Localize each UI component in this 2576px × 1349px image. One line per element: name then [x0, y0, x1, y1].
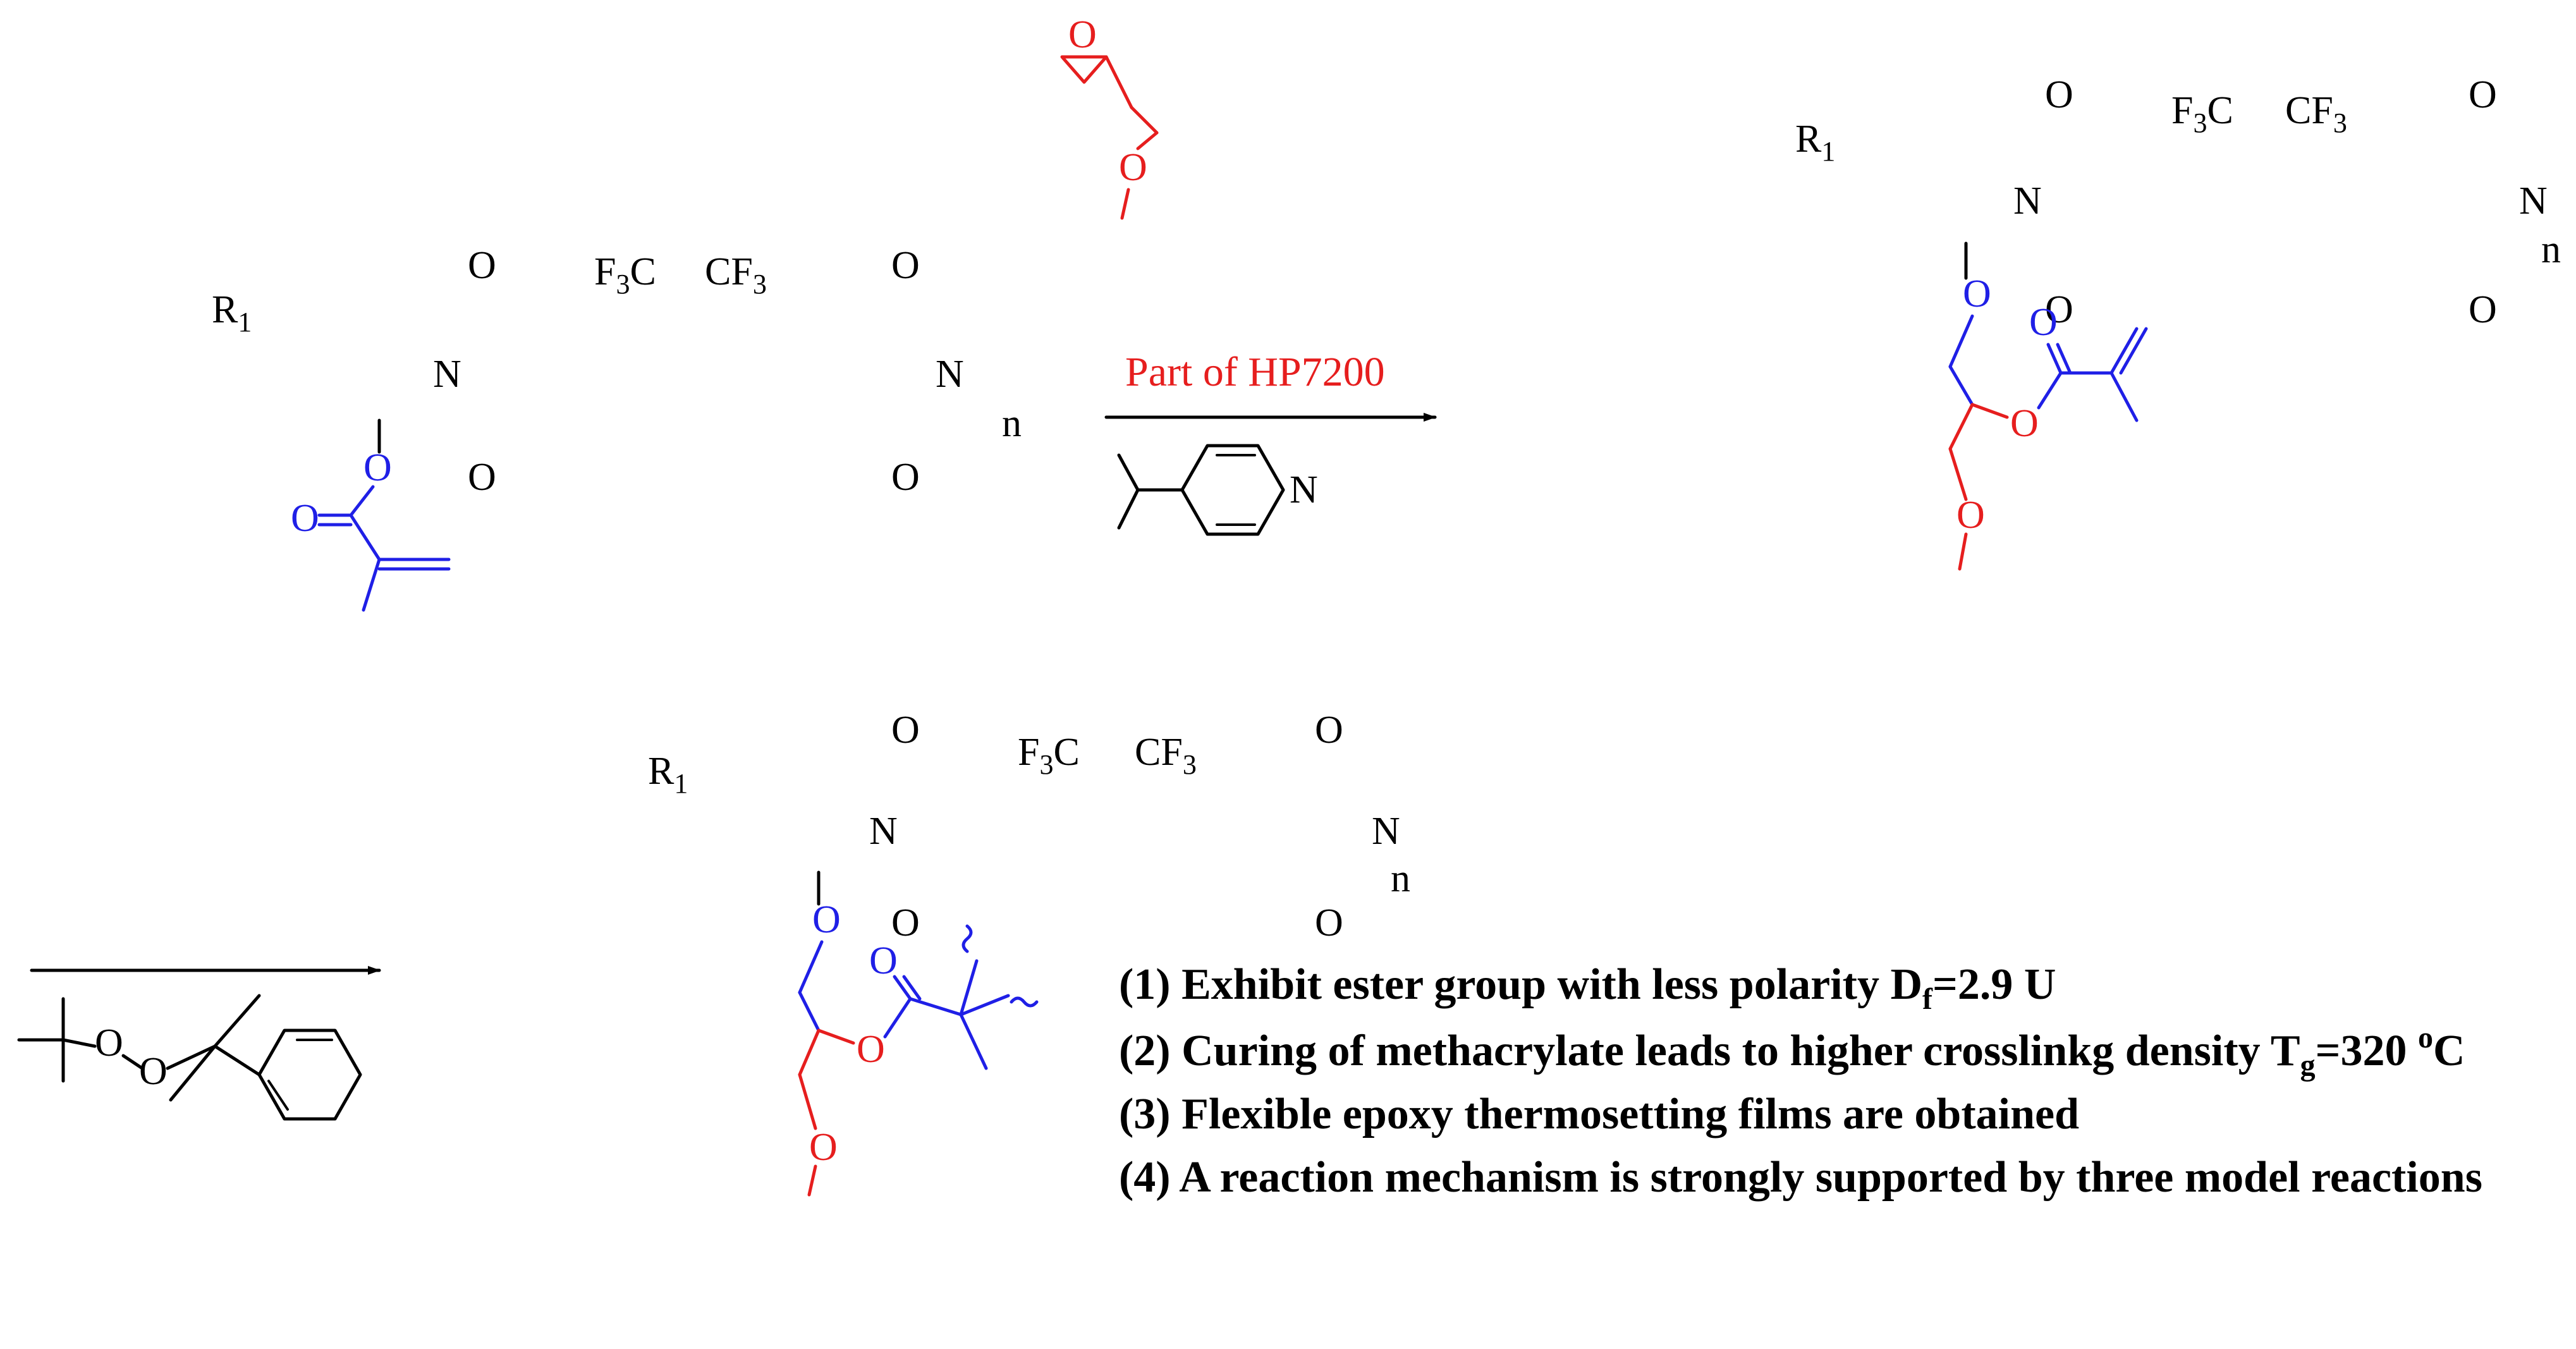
o-atom: O	[2045, 73, 2073, 116]
findings-list: (1) Exhibit ester group with less polari…	[1119, 960, 2482, 1202]
o-atom: O	[891, 456, 920, 499]
hp7200-fragment	[1922, 569, 2247, 667]
hp7200-fragment	[771, 1192, 1097, 1290]
o-atom: O	[1315, 901, 1343, 944]
ether-oxygen: O	[1119, 146, 1147, 189]
r1-label: R1	[1795, 118, 1835, 167]
carbonyl-oxygen: O	[2029, 301, 2058, 344]
methacrylate-ester: O O	[291, 418, 451, 612]
hp7200-fragment	[1084, 215, 1410, 313]
cf3-label: CF3	[1135, 731, 1197, 780]
n-atom-left: N	[869, 810, 898, 853]
ether-oxygen: O	[1963, 272, 1991, 315]
n-atom-right: N	[2519, 180, 2548, 223]
ester-oxygen: O	[857, 1028, 885, 1071]
aryl-ether-oxygen: O	[1956, 494, 1985, 537]
r1-label: R1	[648, 750, 688, 799]
ether-oxygen: O	[812, 898, 841, 941]
repeat-n: n	[1391, 857, 1410, 900]
f3c-label: F3C	[2171, 89, 2233, 138]
o-atom: O	[2469, 73, 2497, 116]
f3c-label: F3C	[1018, 731, 1080, 780]
o-atom: O	[891, 901, 920, 944]
hp7200-label: Part of HP7200	[1125, 349, 1385, 395]
oxirane-reagent: O O	[1060, 13, 1159, 220]
repeat-n: n	[1002, 402, 1022, 445]
starting-polymer	[11, 284, 994, 461]
o-atom: O	[891, 244, 920, 287]
cf3-label: CF3	[2285, 89, 2347, 138]
o-atom: O	[468, 456, 496, 499]
starting-polymer-labels: R1 N N O O O O F3C CF3 n	[212, 244, 1022, 499]
r1-label: R1	[212, 288, 252, 338]
pyridine-n: N	[1290, 468, 1318, 511]
cf3-label: CF3	[705, 250, 767, 300]
intermediate-polymer-labels: R1 N N O O O O F3C CF3 n	[1795, 73, 2561, 331]
f3c-label: F3C	[594, 250, 656, 300]
note-2: (2) Curing of methacrylate leads to high…	[1119, 1021, 2465, 1082]
carbonyl-oxygen: O	[869, 939, 898, 982]
o-atom: O	[2045, 288, 2073, 331]
epoxide-oxygen: O	[1068, 13, 1097, 56]
note-3: (3) Flexible epoxy thermosetting films a…	[1119, 1090, 2079, 1138]
o-atom: O	[2469, 288, 2497, 331]
n-atom-left: N	[2013, 180, 2042, 223]
o-atom: O	[468, 244, 496, 287]
peroxide-oxygen: O	[95, 1022, 123, 1065]
ester-oxygen: O	[363, 446, 392, 489]
n-atom-right: N	[936, 353, 964, 396]
cured-side-chain: O O O O	[798, 870, 1039, 1197]
carbonyl-oxygen: O	[291, 497, 319, 540]
note-4: (4) A reaction mechanism is strongly sup…	[1119, 1153, 2482, 1202]
o-atom: O	[1315, 709, 1343, 752]
o-atom: O	[891, 709, 920, 752]
intermediate-polymer	[1591, 111, 2575, 288]
cured-polymer	[447, 740, 1431, 917]
peroxide-oxygen: O	[139, 1050, 168, 1093]
dicumyl-peroxide: O O	[17, 994, 362, 1121]
intermediate-side-chain: O O O O	[1948, 241, 2148, 571]
repeat-n: n	[2541, 228, 2561, 271]
aryl-ether-oxygen: O	[809, 1126, 838, 1169]
n-atom-right: N	[1372, 810, 1400, 853]
note-1: (1) Exhibit ester group with less polari…	[1119, 960, 2056, 1016]
dmap-catalyst: N	[1117, 444, 1318, 536]
cured-polymer-labels: R1 N N O O O O F3C CF3 n	[648, 709, 1410, 944]
ester-oxygen: O	[2010, 402, 2039, 445]
n-atom-left: N	[433, 353, 461, 396]
